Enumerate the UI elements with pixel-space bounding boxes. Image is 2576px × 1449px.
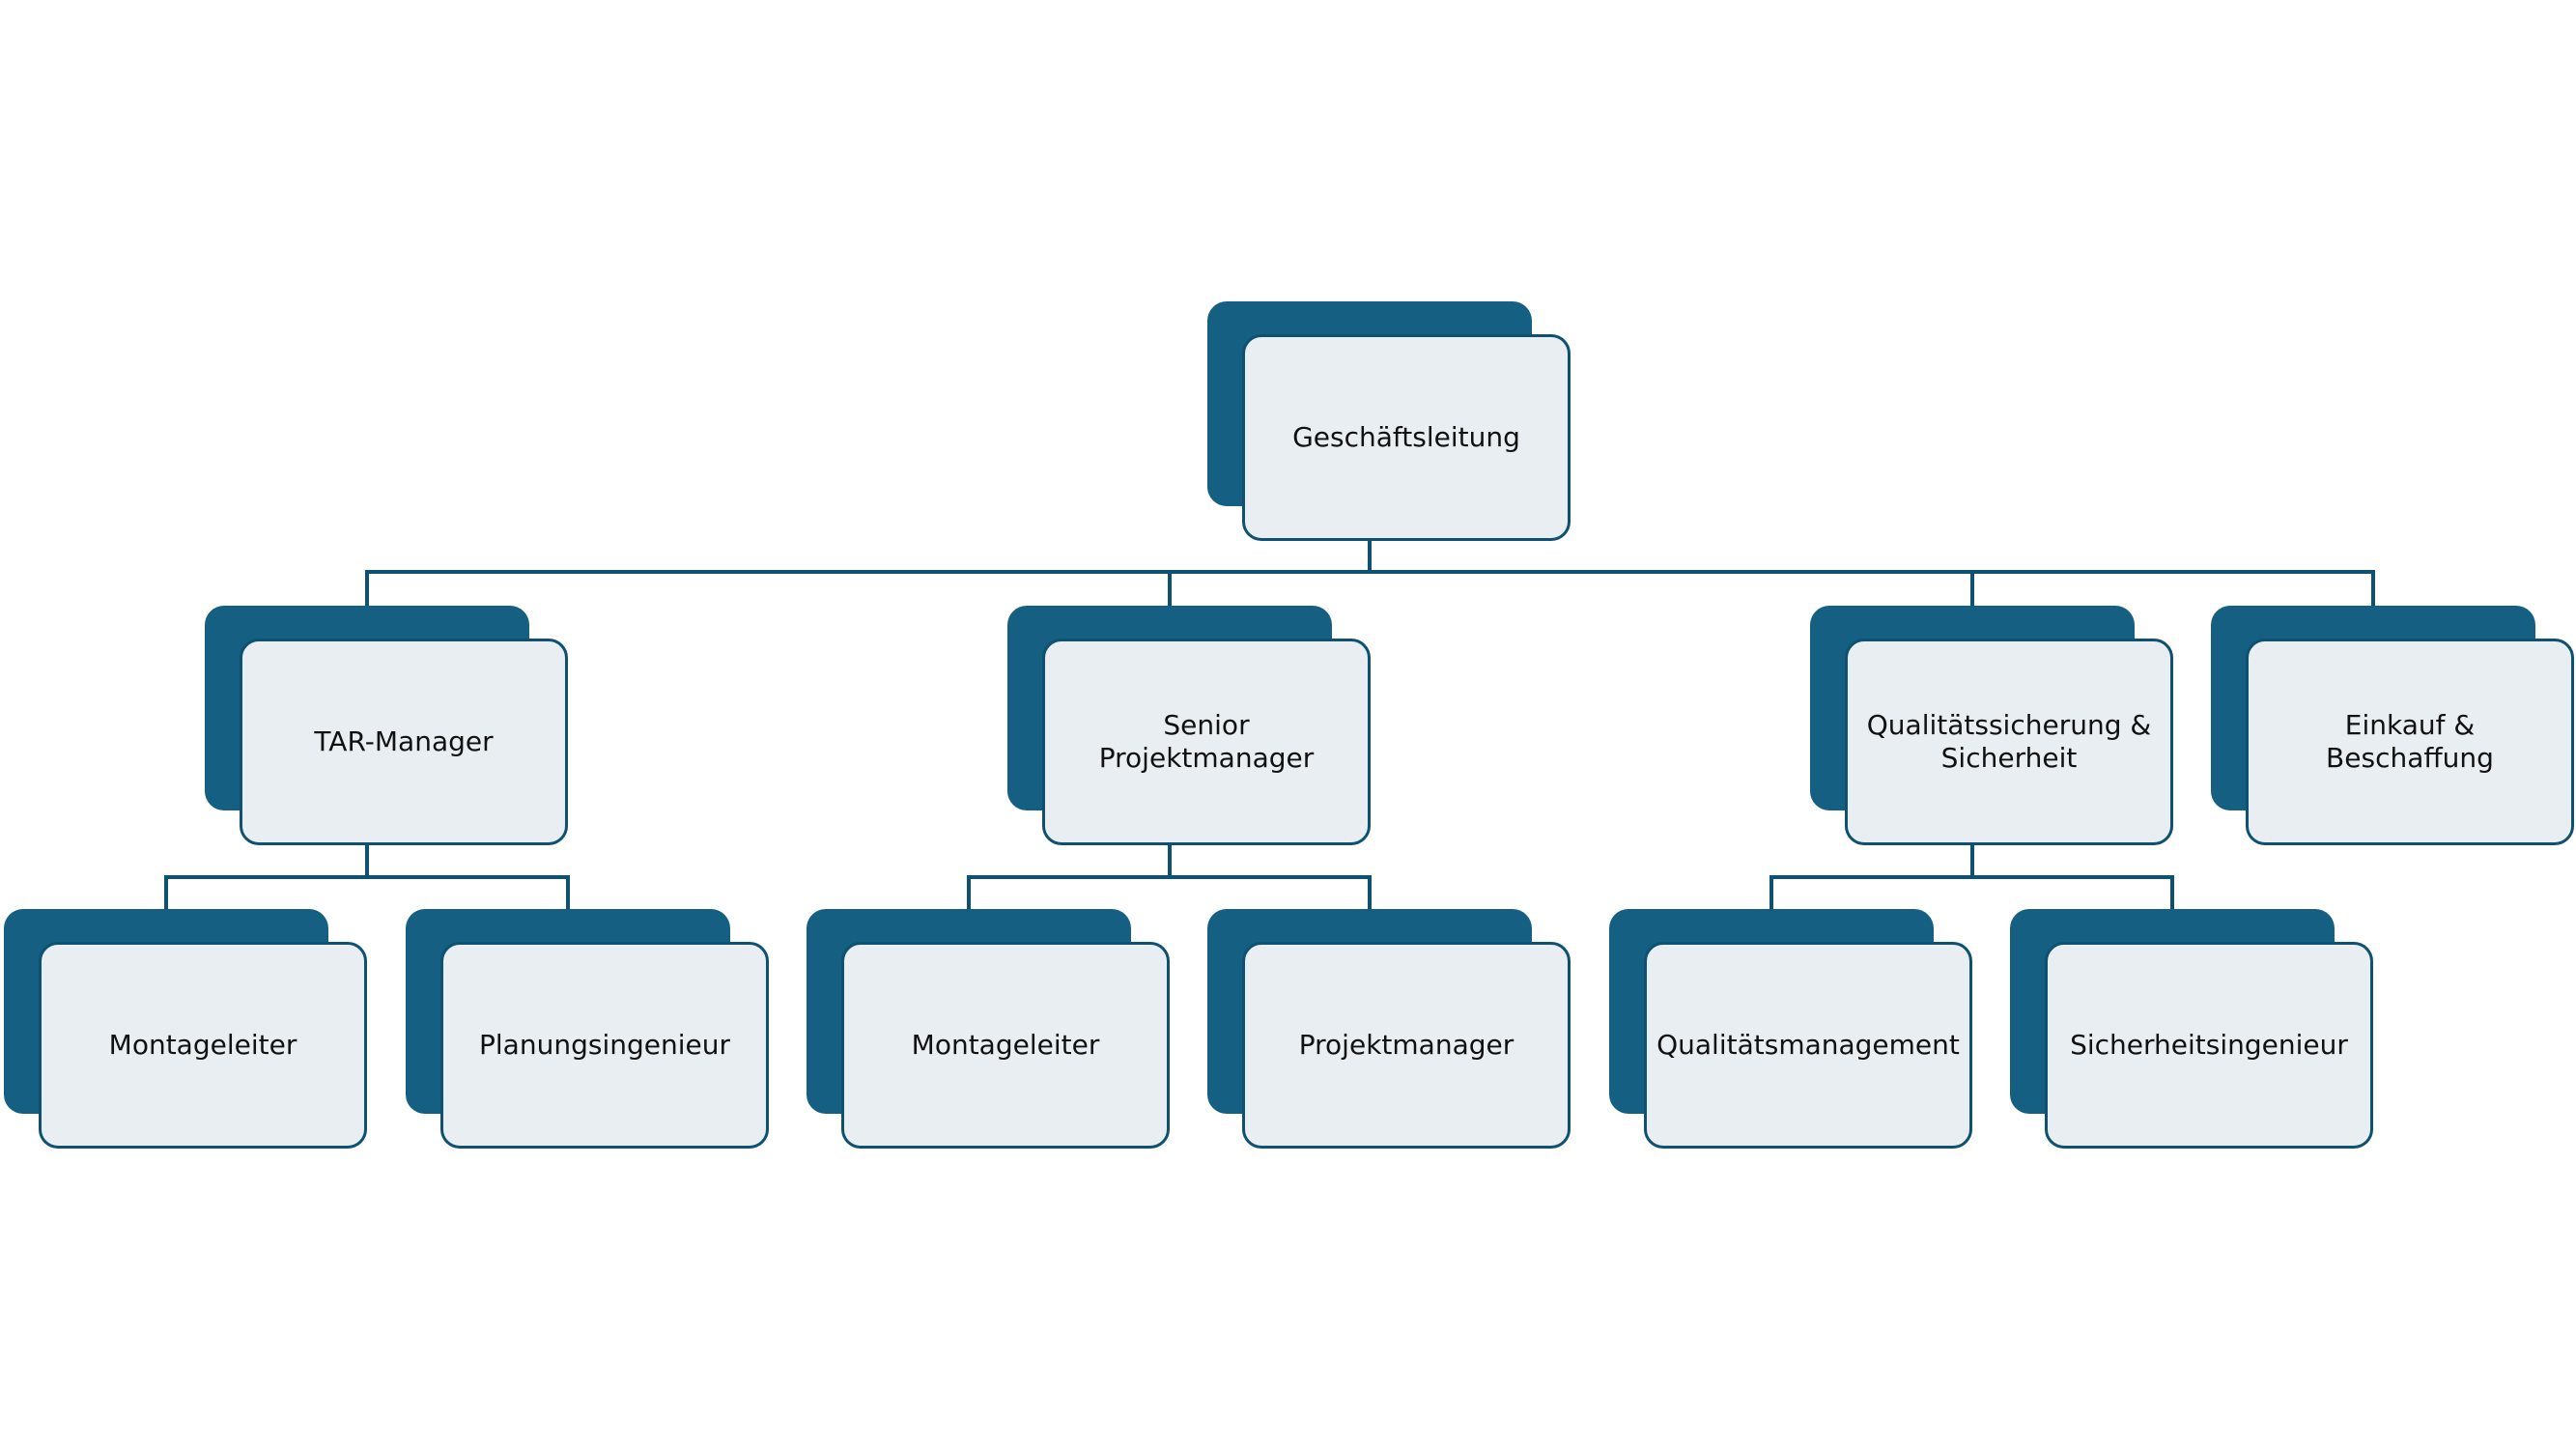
node-einkauf-beschaffung[interactable]: Einkauf & Beschaffung: [2211, 606, 2574, 845]
node-projektmanager[interactable]: Projektmanager: [1207, 909, 1571, 1149]
node-front-card: Projektmanager: [1242, 942, 1571, 1149]
node-label-tar-manager: TAR-Manager: [314, 725, 494, 757]
node-front-card: Montageleiter: [841, 942, 1170, 1149]
node-label-montageleiter-2: Montageleiter: [911, 1029, 1100, 1061]
node-senior-projektmanager[interactable]: Senior Projektmanager: [1007, 606, 1371, 845]
node-front-card: Montageleiter: [39, 942, 367, 1149]
node-label-senior-projektmanager: Senior Projektmanager: [1098, 709, 1315, 774]
node-label-einkauf-beschaffung: Einkauf & Beschaffung: [2326, 709, 2494, 774]
node-qualitaetssicherung-sicherheit[interactable]: Qualitätssicherung & Sicherheit: [1810, 606, 2173, 845]
node-front-card: Geschäftsleitung: [1242, 334, 1571, 541]
node-label-projektmanager: Projektmanager: [1298, 1029, 1514, 1061]
node-montageleiter-1[interactable]: Montageleiter: [4, 909, 367, 1149]
node-planungsingenieur[interactable]: Planungsingenieur: [406, 909, 769, 1149]
node-label-geschaeftsleitung: Geschäftsleitung: [1292, 421, 1520, 453]
node-sicherheitsingenieur[interactable]: Sicherheitsingenieur: [2010, 909, 2373, 1149]
node-front-card: TAR-Manager: [240, 639, 568, 845]
node-qualitaetsmanagement[interactable]: Qualitätsmanagement: [1609, 909, 1972, 1149]
node-front-card: Sicherheitsingenieur: [2045, 942, 2373, 1149]
node-label-sicherheitsingenieur: Sicherheitsingenieur: [2070, 1029, 2348, 1061]
node-label-qualitaetsmanagement: Qualitätsmanagement: [1656, 1029, 1960, 1061]
node-front-card: Qualitätsmanagement: [1644, 942, 1972, 1149]
node-front-card: Planungsingenieur: [440, 942, 769, 1149]
node-front-card: Qualitätssicherung & Sicherheit: [1845, 639, 2173, 845]
node-label-planungsingenieur: Planungsingenieur: [479, 1029, 730, 1061]
node-label-qualitaetssicherung-sicherheit: Qualitätssicherung & Sicherheit: [1866, 709, 2152, 774]
node-label-montageleiter-1: Montageleiter: [108, 1029, 297, 1061]
node-tar-manager[interactable]: TAR-Manager: [205, 606, 568, 845]
node-front-card: Senior Projektmanager: [1042, 639, 1371, 845]
node-geschaeftsleitung[interactable]: Geschäftsleitung: [1207, 301, 1571, 541]
node-front-card: Einkauf & Beschaffung: [2246, 639, 2574, 845]
node-montageleiter-2[interactable]: Montageleiter: [807, 909, 1170, 1149]
